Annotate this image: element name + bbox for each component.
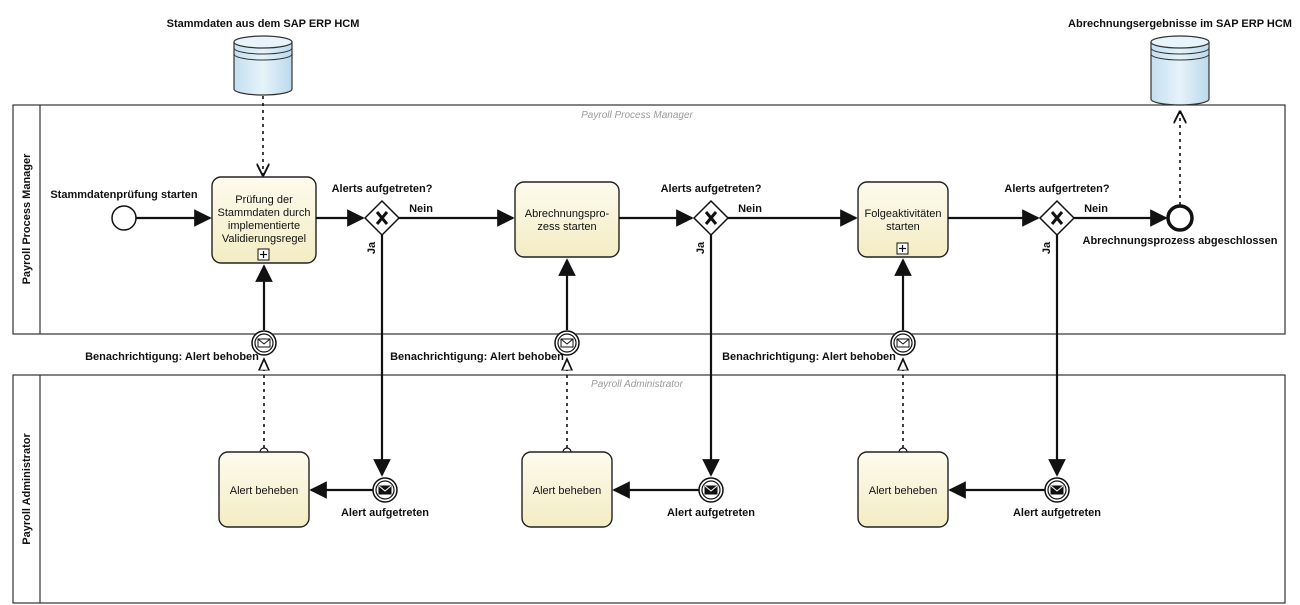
task-validation-line-2: Stammdaten durch (218, 207, 311, 219)
envelope-icon (257, 338, 271, 348)
alert-event-3-label: Alert aufgetreten (1013, 507, 1101, 519)
x-gateway-icon (1050, 211, 1064, 225)
gateway-3-no-label: Nein (1084, 203, 1108, 215)
gateway-1-yes-label: Ja (366, 241, 378, 254)
task-billing-line-1: Abrechnungspro- (525, 208, 610, 220)
alert-event-2-label: Alert aufgetreten (667, 507, 755, 519)
notification-event-1[interactable]: Benachrichtigung: Alert behoben (85, 330, 277, 363)
gateway-2-yes-label: Ja (695, 241, 707, 254)
plus-square-icon (257, 248, 270, 261)
end-event[interactable]: Abrechnungsprozess abgeschlossen (1083, 204, 1278, 247)
gateway-1-no-label: Nein (409, 203, 433, 215)
notification-event-3[interactable]: Benachrichtigung: Alert behoben (722, 330, 916, 363)
pool-title-manager: Payroll Process Manager (21, 153, 33, 285)
task-fix-alert-2-label: Alert beheben (533, 485, 602, 497)
x-gateway-icon (375, 211, 389, 225)
task-validation[interactable]: Prüfung der Stammdaten durch implementie… (211, 176, 317, 264)
task-fix-alert-1-label: Alert beheben (230, 485, 299, 497)
end-event-label: Abrechnungsprozess abgeschlossen (1083, 235, 1278, 247)
task-followup-line-2: starten (886, 221, 920, 233)
task-followup[interactable]: Folgeaktivitäten starten (857, 181, 949, 258)
task-validation-line-4: Validierungsregel (222, 233, 306, 245)
task-fix-alert-3-label: Alert beheben (869, 485, 938, 497)
x-gateway-icon (704, 211, 718, 225)
task-followup-line-1: Folgeaktivitäten (864, 208, 941, 220)
task-validation-line-3: implementierte (228, 220, 300, 232)
task-fix-alert-2[interactable]: Alert beheben (521, 451, 613, 528)
datastore-input-label: Stammdaten aus dem SAP ERP HCM (167, 18, 360, 30)
datastore-output[interactable]: Abrechnungsergebnisse im SAP ERP HCM (1068, 18, 1292, 106)
pool-title-admin: Payroll Administrator (21, 433, 33, 545)
gateway-3[interactable]: Alerts aufgertreten? Nein Ja (1004, 183, 1109, 254)
notification-event-2-label: Benachrichtigung: Alert behoben (390, 351, 564, 363)
gateway-2-no-label: Nein (738, 203, 762, 215)
start-event-label: Stammdatenprüfung starten (50, 189, 198, 201)
plus-square-icon (896, 242, 909, 255)
envelope-icon (896, 338, 910, 348)
task-fix-alert-3[interactable]: Alert beheben (857, 451, 949, 528)
datastore-input[interactable]: Stammdaten aus dem SAP ERP HCM (167, 18, 360, 96)
alert-event-2[interactable]: Alert aufgetreten (667, 477, 755, 519)
gateway-2-question: Alerts aufgetreten? (661, 183, 762, 195)
alert-event-1-label: Alert aufgetreten (341, 507, 429, 519)
gateway-3-yes-label: Ja (1041, 241, 1053, 254)
database-icon (233, 35, 293, 96)
gateway-3-question: Alerts aufgertreten? (1004, 183, 1109, 195)
pool-payroll-process-manager: Payroll Process Manager Payroll Process … (12, 104, 1286, 335)
lane-watermark-manager: Payroll Process Manager (581, 110, 693, 121)
gateway-2[interactable]: Alerts aufgetreten? Nein Ja (661, 183, 763, 254)
datastore-output-label: Abrechnungsergebnisse im SAP ERP HCM (1068, 18, 1292, 30)
task-billing-line-2: zess starten (537, 221, 596, 233)
alert-event-3[interactable]: Alert aufgetreten (1013, 477, 1101, 519)
notification-event-2[interactable]: Benachrichtigung: Alert behoben (390, 330, 580, 363)
task-validation-line-1: Prüfung der (235, 194, 293, 206)
task-billing[interactable]: Abrechnungspro- zess starten (514, 181, 620, 258)
lane-watermark-admin: Payroll Administrator (591, 379, 684, 390)
start-event[interactable]: Stammdatenprüfung starten (50, 189, 198, 231)
task-fix-alert-1[interactable]: Alert beheben (218, 451, 310, 528)
notification-event-1-label: Benachrichtigung: Alert behoben (85, 351, 259, 363)
alert-event-1[interactable]: Alert aufgetreten (341, 477, 429, 519)
notification-event-3-label: Benachrichtigung: Alert behoben (722, 351, 896, 363)
envelope-icon (560, 338, 574, 348)
envelope-icon (1050, 485, 1064, 495)
database-icon (1150, 35, 1210, 106)
gateway-1-question: Alerts aufgetreten? (332, 183, 433, 195)
envelope-icon (378, 485, 392, 495)
envelope-icon (704, 485, 718, 495)
